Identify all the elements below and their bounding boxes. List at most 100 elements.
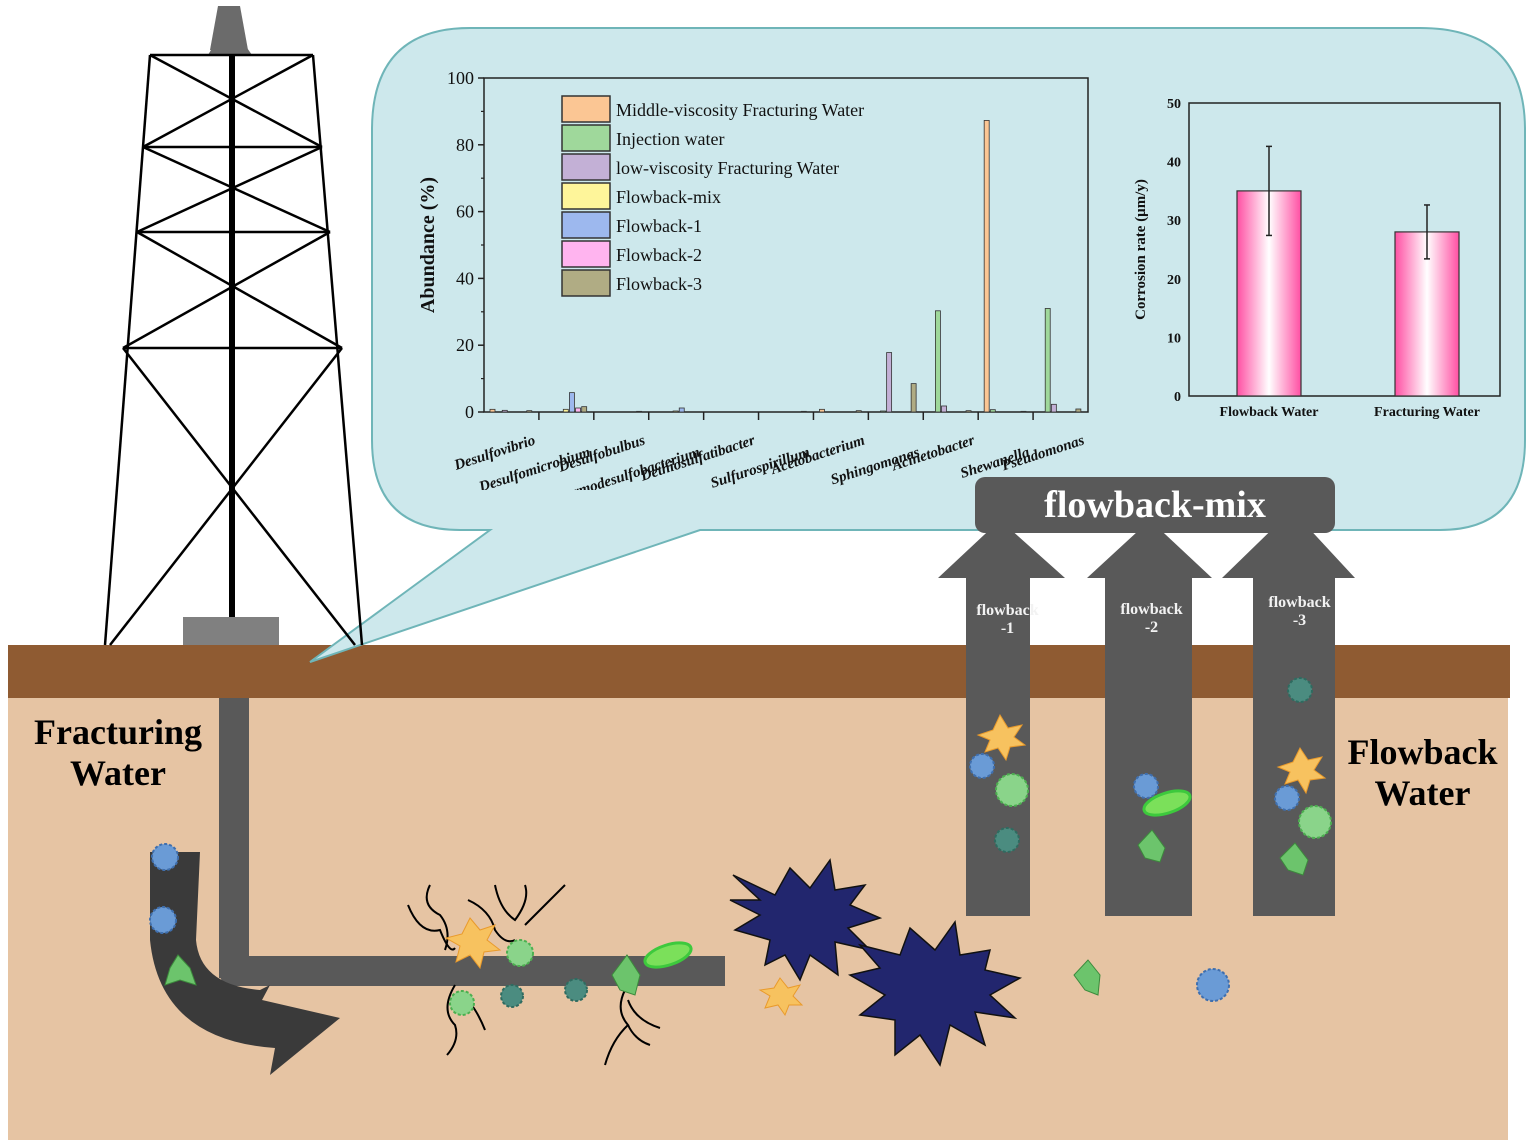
bar	[678, 407, 685, 413]
y-tick-label: 60	[456, 202, 474, 222]
x-tick-label: Flowback Water	[1220, 405, 1319, 420]
flowback-2-label: flowback -2	[1104, 601, 1199, 637]
microbe-blue-icon	[151, 843, 179, 871]
bar	[526, 410, 533, 413]
wellhead-base	[183, 617, 279, 645]
flowback-1-label-line2: -1	[1000, 620, 1015, 637]
bar	[886, 352, 893, 413]
bar	[489, 408, 496, 413]
bar	[800, 410, 807, 413]
microbe-rod-icon	[643, 941, 693, 969]
microbe-blue-icon	[1196, 968, 1230, 1002]
legend-swatch	[561, 269, 611, 297]
injection-pipe	[219, 698, 725, 986]
bar	[855, 410, 862, 413]
fracture-lines	[407, 884, 661, 1066]
flowback-3-label-line2: -3	[1292, 612, 1307, 629]
flowback-1-label: flowback -1	[960, 602, 1055, 638]
fracturing-flow-arrow	[150, 852, 340, 1075]
flowback-mix-box: flowback-mix	[975, 477, 1335, 533]
flowback-3-label-line1: flowback	[1268, 594, 1331, 611]
bar	[989, 409, 996, 413]
y-tick-label: 0	[1174, 390, 1181, 405]
bar	[941, 405, 947, 413]
fracturing-water-label-line2: Water	[70, 753, 166, 794]
plot-frame	[1188, 102, 1501, 397]
y-tick-label: 40	[1167, 156, 1181, 171]
y-tick-label: 30	[1167, 214, 1181, 229]
bar	[672, 410, 679, 413]
microbe-blue-icon	[1274, 785, 1300, 811]
fracturing-water-label-line1: Fracturing	[34, 712, 202, 752]
microbes	[149, 677, 1332, 1017]
y-axis-label: Abundance (%)	[417, 177, 439, 313]
legend-swatch	[561, 124, 611, 152]
microbe-green-icon	[449, 990, 475, 1016]
x-tick-label: Fracturing Water	[1374, 405, 1480, 420]
microbe-orange-icon	[444, 917, 502, 970]
microbe-green-icon	[1298, 805, 1332, 839]
y-tick-label: 10	[1167, 331, 1181, 346]
legend-label: Injection water	[616, 129, 724, 149]
bar	[562, 408, 569, 413]
microbe-green-icon	[1279, 842, 1309, 876]
legend-swatch	[561, 182, 611, 210]
y-tick-label: 0	[465, 402, 474, 422]
legend-swatch	[561, 211, 611, 239]
bar	[1044, 308, 1051, 413]
bar	[1020, 410, 1027, 413]
bar	[965, 410, 972, 413]
legend-swatch	[561, 240, 611, 268]
flowback-water-label-line2: Water	[1374, 773, 1471, 814]
microbe-orange-icon	[976, 713, 1027, 762]
bar	[1075, 408, 1082, 413]
y-tick-label: 40	[456, 268, 474, 288]
corrosion-bar	[1394, 231, 1460, 397]
bar	[636, 410, 642, 413]
legend-label: Flowback-2	[616, 245, 702, 265]
y-tick-label: 80	[456, 135, 474, 155]
microbe-blue-icon	[969, 753, 995, 779]
legend-swatch	[561, 153, 611, 181]
microbe-teal-icon	[564, 978, 588, 1002]
microbe-teal-icon	[500, 984, 524, 1008]
bar	[910, 383, 917, 413]
flowback-2-label-line1: flowback	[1120, 601, 1183, 618]
y-tick-label: 50	[1167, 97, 1181, 112]
microbe-green-icon	[611, 954, 641, 996]
flowback-mix-label: flowback-mix	[1044, 484, 1266, 526]
bar	[819, 408, 825, 413]
microbe-teal-icon	[1287, 677, 1313, 703]
bar	[501, 409, 508, 413]
y-tick-label: 20	[1167, 273, 1181, 288]
microbe-blue-icon	[1133, 773, 1159, 799]
y-tick-label: 100	[447, 68, 474, 88]
corrosion-burst-icon	[847, 920, 1023, 1067]
bar	[935, 310, 941, 413]
bar	[569, 392, 575, 413]
bar	[1050, 403, 1057, 413]
legend-swatch	[561, 95, 611, 123]
microbe-green-icon	[995, 773, 1029, 807]
microbe-orange-icon	[1276, 747, 1327, 795]
microbe-green-icon	[1073, 959, 1101, 996]
legend-label: Flowback-mix	[616, 187, 721, 207]
flowback-water-label-line1: Flowback	[1347, 732, 1498, 772]
drilling-derrick	[103, 6, 364, 646]
y-tick-label: 20	[456, 335, 474, 355]
fracturing-water-label: Fracturing Water	[20, 712, 216, 795]
flowback-2-label-line2: -2	[1144, 619, 1159, 636]
bar	[983, 120, 990, 413]
microbe-teal-icon	[994, 827, 1020, 853]
microbe-orange-icon	[758, 977, 804, 1017]
microbe-green-icon	[506, 939, 534, 967]
microbe-green-icon	[1137, 829, 1166, 863]
flowback-3-label: flowback -3	[1252, 594, 1347, 630]
corrosion-burst-icon	[729, 858, 883, 982]
flowback-1-label-line1: flowback	[976, 602, 1039, 619]
bar	[880, 410, 886, 413]
y-axis-label: Corrosion rate (μm/y)	[1133, 179, 1149, 320]
